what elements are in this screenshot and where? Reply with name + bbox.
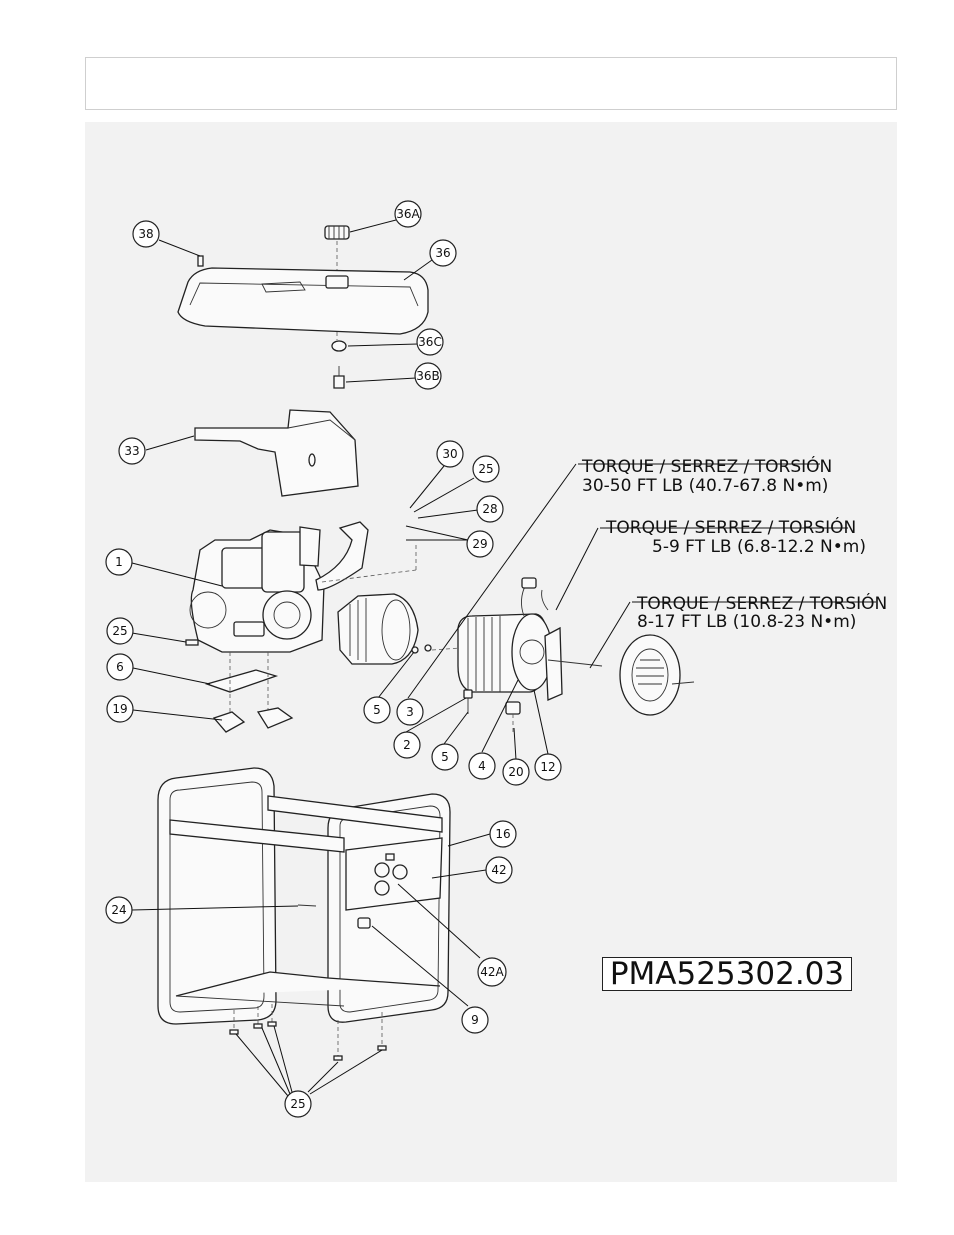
callout-30: 30	[436, 440, 464, 468]
callout-38: 38	[132, 220, 160, 248]
fuel-valve	[333, 366, 345, 389]
svg-text:TORQUE / SERREZ / TORSIÓN: TORQUE / SERREZ / TORSIÓN	[581, 455, 832, 477]
callout-5-b: 5	[431, 743, 459, 771]
torque-note-2: TORQUE / SERREZ / TORSIÓN 5-9 FT LB (6.8…	[605, 516, 866, 557]
callout-12: 12	[534, 753, 562, 781]
header-box	[85, 57, 897, 110]
callout-1: 1	[105, 548, 133, 576]
svg-text:25: 25	[478, 462, 493, 476]
tank-screw-38	[197, 255, 204, 267]
callout-42A: 42A	[477, 957, 507, 987]
ground-lug	[357, 917, 371, 929]
frame-screw-24	[297, 904, 317, 907]
callout-33: 33	[118, 437, 146, 465]
spacer-5	[411, 646, 419, 654]
svg-text:20: 20	[508, 765, 523, 779]
screw-2-5	[463, 689, 473, 714]
alternator-foot	[505, 701, 521, 732]
svg-text:19: 19	[112, 702, 127, 716]
fuel-cap	[324, 225, 350, 240]
svg-text:25: 25	[112, 624, 127, 638]
callout-4: 4	[468, 752, 496, 780]
callout-19: 19	[106, 695, 134, 723]
callout-25-top: 25	[472, 455, 500, 483]
bolt-3	[424, 644, 432, 652]
callout-25-bottom: 25	[284, 1090, 312, 1118]
engine-adapter	[337, 593, 419, 665]
leader-lines	[131, 219, 876, 1097]
callout-25-left: 25	[106, 617, 134, 645]
heat-shield	[194, 409, 359, 497]
engine-bracket	[204, 669, 279, 693]
svg-text:36A: 36A	[396, 207, 420, 221]
svg-text:24: 24	[111, 903, 126, 917]
svg-text:38: 38	[138, 227, 153, 241]
through-bolt	[547, 659, 603, 667]
fuel-filter	[331, 340, 347, 352]
bolt-25-left	[185, 639, 199, 646]
engine	[189, 521, 369, 653]
callout-6: 6	[106, 653, 134, 681]
svg-text:36: 36	[435, 246, 450, 260]
fuel-tank	[177, 267, 429, 335]
callout-16: 16	[489, 820, 517, 848]
svg-text:9: 9	[471, 1013, 479, 1027]
svg-text:3: 3	[406, 705, 414, 719]
model-number: PMA525302.03	[602, 957, 852, 991]
svg-text:4: 4	[478, 759, 486, 773]
cover-screws	[671, 681, 695, 685]
callout-36: 36	[429, 239, 457, 267]
svg-text:36B: 36B	[416, 369, 440, 383]
svg-text:1: 1	[115, 555, 123, 569]
svg-text:6: 6	[116, 660, 124, 674]
svg-text:28: 28	[482, 502, 497, 516]
callout-42: 42	[485, 856, 513, 884]
svg-text:42A: 42A	[480, 965, 504, 979]
rear-cover	[619, 634, 681, 716]
svg-text:5: 5	[441, 750, 449, 764]
callout-9: 9	[461, 1006, 489, 1034]
rotor-stator	[457, 613, 553, 693]
rear-bearing-carrier	[544, 626, 563, 701]
svg-text:2: 2	[403, 738, 411, 752]
svg-text:TORQUE / SERREZ / TORSIÓN: TORQUE / SERREZ / TORSIÓN	[636, 592, 887, 614]
svg-text:30: 30	[442, 447, 457, 461]
svg-text:5-9 FT LB (6.8-12.2 N•m): 5-9 FT LB (6.8-12.2 N•m)	[652, 537, 866, 557]
frame-bottom-bolts	[229, 1004, 387, 1061]
svg-text:29: 29	[472, 537, 487, 551]
callout-28: 28	[476, 495, 504, 523]
svg-text:25: 25	[290, 1097, 305, 1111]
svg-text:8-17 FT LB (10.8-23 N•m): 8-17 FT LB (10.8-23 N•m)	[637, 612, 856, 632]
alternator-wiring	[521, 577, 549, 617]
vibration-mounts	[212, 707, 294, 733]
control-panel	[345, 837, 443, 911]
torque-note-1: TORQUE / SERREZ / TORSIÓN 30-50 FT LB (4…	[581, 455, 832, 496]
svg-text:12: 12	[540, 760, 555, 774]
callout-29: 29	[466, 530, 494, 558]
svg-text:42: 42	[491, 863, 506, 877]
callout-3: 3	[396, 698, 424, 726]
svg-text:16: 16	[495, 827, 510, 841]
callout-20: 20	[502, 758, 530, 786]
svg-text:30-50 FT LB (40.7-67.8 N•m): 30-50 FT LB (40.7-67.8 N•m)	[582, 476, 828, 496]
callout-5-a: 5	[363, 696, 391, 724]
callout-36A: 36A	[394, 200, 422, 228]
svg-text:36C: 36C	[418, 335, 442, 349]
callout-2: 2	[393, 731, 421, 759]
svg-text:TORQUE / SERREZ / TORSIÓN: TORQUE / SERREZ / TORSIÓN	[605, 516, 856, 538]
svg-text:33: 33	[124, 444, 139, 458]
torque-note-3: TORQUE / SERREZ / TORSIÓN 8-17 FT LB (10…	[636, 592, 887, 632]
callout-24: 24	[105, 896, 133, 924]
svg-text:5: 5	[373, 703, 381, 717]
callout-36B: 36B	[414, 362, 442, 390]
callout-36C: 36C	[416, 328, 444, 356]
